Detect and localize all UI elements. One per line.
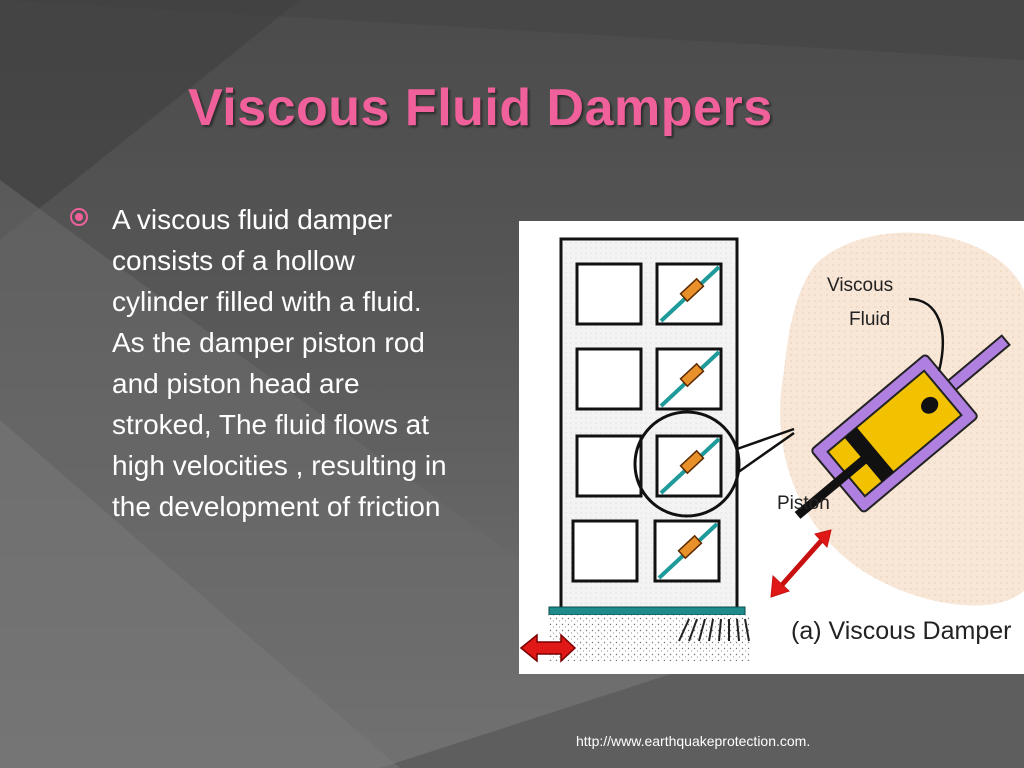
bullet-circle-icon — [70, 208, 88, 226]
piston-motion-arrow-icon — [770, 529, 832, 598]
viscous-fluid-label-2: Fluid — [849, 309, 890, 330]
foundation — [548, 606, 746, 616]
piston-label: Piston — [777, 493, 830, 514]
damper-illustration: Viscous Fluid Piston (a) Viscous Damper — [519, 221, 1024, 674]
ground — [549, 615, 751, 661]
figure-caption: (a) Viscous Damper — [791, 617, 1011, 645]
building — [559, 237, 795, 611]
source-url: http://www.earthquakeprotection.com. — [576, 733, 811, 749]
viscous-fluid-label: Viscous — [827, 275, 893, 296]
ground-motion-arrow-icon — [519, 633, 577, 663]
slide-title: Viscous Fluid Dampers — [188, 79, 773, 137]
bullet-text: A viscous fluid damper consists of a hol… — [112, 204, 447, 522]
damper-detail — [794, 334, 1011, 519]
